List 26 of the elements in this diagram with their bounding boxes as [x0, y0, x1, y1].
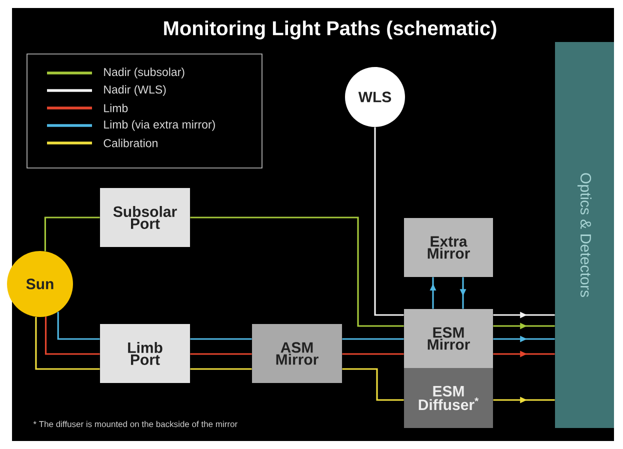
legend-label: Nadir (subsolar) [104, 68, 184, 78]
light-path [342, 353, 404, 355]
legend-label: Nadir (WLS) [104, 85, 166, 96]
light-path [190, 368, 252, 370]
light-path [342, 338, 404, 340]
light-path [374, 127, 404, 316]
legend-label: Limb (via extra mirror) [104, 120, 215, 131]
mirror-box: ASM Mirror [252, 324, 342, 383]
mirror-box: ESM Mirror [404, 309, 493, 368]
diffuser-box: ESM Diffuser$^{*}$ [404, 368, 493, 428]
mirror-box: Extra Mirror [404, 218, 493, 277]
optics-bar: Optics & Detectors [555, 42, 614, 428]
title: Monitoring Light Paths (schematic) [164, 20, 496, 40]
footnote: * The diffuser is mounted on the backside of the mirror [33, 420, 238, 428]
light-path [57, 312, 100, 340]
light-path [342, 368, 404, 401]
light-path [190, 353, 252, 355]
light-path [35, 316, 100, 370]
port-box: Limb Port [100, 324, 190, 383]
legend-label: Limb [104, 104, 128, 112]
light-path [44, 316, 100, 355]
light-path [190, 216, 404, 327]
light-path [190, 338, 252, 340]
legend-label: Calibration [104, 138, 158, 148]
port-box: Subsolar Port [100, 188, 190, 247]
light-path [44, 216, 100, 252]
